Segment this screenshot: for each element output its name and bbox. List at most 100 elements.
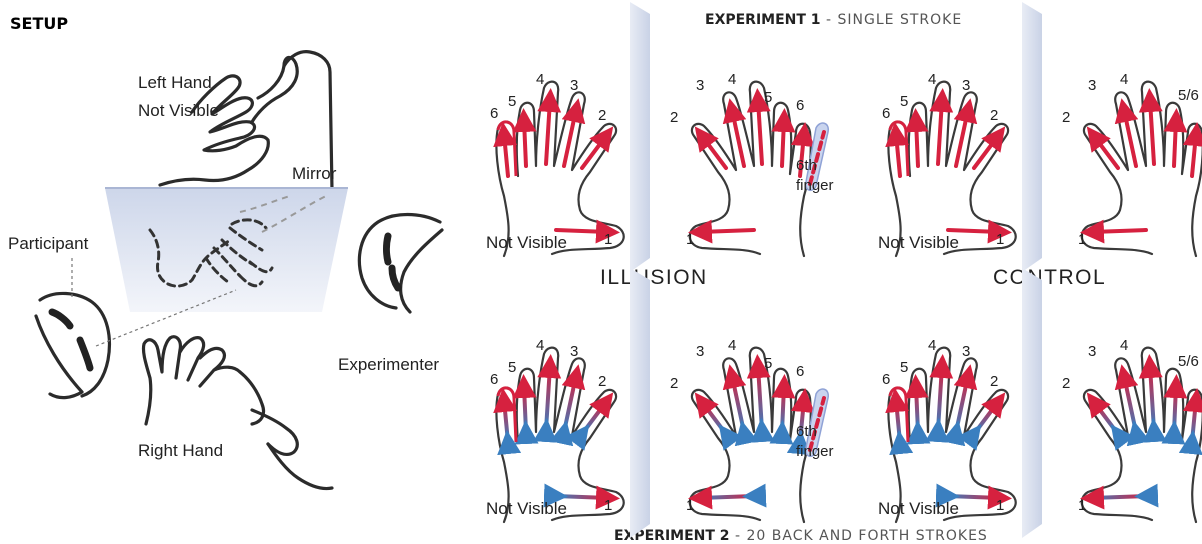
finger-label-2: 2 (598, 373, 606, 390)
mirror-divider (630, 2, 650, 272)
illusion-panel: 654321Not Visible3456216thfinger (486, 268, 834, 538)
finger-label-5: 5 (764, 89, 772, 106)
sixth-finger-label: 6th (796, 423, 817, 440)
finger-label-6: 6 (490, 371, 498, 388)
finger-label-3: 3 (1088, 77, 1096, 94)
finger-label-5: 5 (508, 359, 516, 376)
not-visible-label: Not Visible (486, 499, 567, 518)
left-hand-not-visible: Not Visible (138, 101, 219, 120)
finger-label-1: 1 (686, 497, 694, 514)
finger-label-2: 2 (990, 107, 998, 124)
finger-stroke (524, 386, 526, 432)
finger-label-4: 4 (728, 337, 736, 354)
finger-stroke (546, 100, 550, 164)
control-panel: 654321Not Visible345/621 (878, 2, 1202, 272)
finger-stroke (782, 386, 784, 432)
thumb-stroke (700, 496, 754, 498)
finger-label-5: 5 (764, 355, 772, 372)
left-hand-label: Left Hand (138, 73, 212, 92)
finger-label-5: 5 (508, 93, 516, 110)
finger-label-3: 3 (696, 343, 704, 360)
experimenter-head (359, 215, 442, 313)
finger-stroke (758, 366, 762, 430)
not-visible-label: Not Visible (878, 233, 959, 252)
finger-stroke (1150, 100, 1154, 164)
thumb-stroke (700, 230, 754, 232)
experiment1-title: EXPERIMENT 1 - SINGLE STROKE (705, 12, 962, 28)
finger-label-3: 3 (696, 77, 704, 94)
finger-stroke (504, 400, 508, 442)
finger-stroke (1174, 386, 1176, 432)
finger-label-2: 2 (598, 107, 606, 124)
right-hand-label: Right Hand (138, 441, 223, 460)
participant-label: Participant (8, 234, 89, 253)
setup-title: SETUP (10, 14, 68, 33)
right-hand-illustration (143, 337, 332, 489)
finger-stroke (896, 400, 900, 442)
finger-label-5-6: 5/6 (1178, 353, 1199, 370)
thumb-stroke (556, 496, 608, 498)
sixth-finger-label-2: finger (796, 443, 834, 460)
finger-label-3: 3 (962, 343, 970, 360)
mirror-divider (630, 268, 650, 538)
thumb-stroke (1092, 496, 1146, 498)
finger-stroke (896, 134, 900, 176)
finger-label-5-6: 5/6 (1178, 87, 1199, 104)
experiment1-title-rest: - SINGLE STROKE (821, 12, 963, 28)
finger-label-3: 3 (962, 77, 970, 94)
mirror-label: Mirror (292, 164, 337, 183)
finger-label-2: 2 (670, 375, 678, 392)
finger-label-3: 3 (570, 77, 578, 94)
finger-label-2: 2 (1062, 109, 1070, 126)
finger-stroke (782, 120, 784, 166)
finger-label-1: 1 (996, 497, 1004, 514)
finger-stroke (504, 134, 508, 176)
finger-label-4: 4 (1120, 337, 1128, 354)
finger-stroke (938, 100, 942, 164)
finger-label-3: 3 (1088, 343, 1096, 360)
illusion-label: ILLUSION (600, 266, 708, 289)
not-visible-label: Not Visible (878, 499, 959, 518)
not-visible-label: Not Visible (486, 233, 567, 252)
finger-stroke (916, 120, 918, 166)
finger-label-4: 4 (536, 71, 544, 88)
finger-stroke (916, 386, 918, 432)
finger-label-1: 1 (686, 231, 694, 248)
finger-label-5: 5 (900, 359, 908, 376)
finger-label-4: 4 (1120, 71, 1128, 88)
finger-label-4: 4 (928, 337, 936, 354)
finger-stroke (1192, 134, 1196, 176)
mirror-divider (1022, 2, 1042, 272)
finger-stroke (938, 366, 942, 430)
finger-stroke (524, 120, 526, 166)
finger-label-1: 1 (996, 231, 1004, 248)
finger-label-1: 1 (604, 497, 612, 514)
finger-label-2: 2 (1062, 375, 1070, 392)
mirror-divider (1022, 268, 1042, 538)
finger-label-6: 6 (796, 363, 804, 380)
finger-label-1: 1 (1078, 231, 1086, 248)
experimenter-label: Experimenter (338, 355, 439, 374)
thumb-stroke (948, 496, 1000, 498)
thumb-stroke (948, 230, 1000, 232)
finger-label-6: 6 (490, 105, 498, 122)
experiment1-title-bold: EXPERIMENT 1 (705, 12, 821, 28)
illusion-panel: 654321Not Visible3456216thfinger (486, 2, 834, 272)
finger-label-4: 4 (728, 71, 736, 88)
finger-label-4: 4 (928, 71, 936, 88)
finger-label-4: 4 (536, 337, 544, 354)
finger-stroke (1150, 366, 1154, 430)
finger-label-6: 6 (796, 97, 804, 114)
finger-label-1: 1 (604, 231, 612, 248)
finger-stroke (758, 100, 762, 164)
finger-label-6: 6 (882, 105, 890, 122)
control-label: CONTROL (993, 266, 1106, 289)
thumb-stroke (556, 230, 608, 232)
experiment2-title: EXPERIMENT 2 - 20 BACK AND FORTH STROKES (614, 528, 988, 544)
finger-stroke (1174, 120, 1176, 166)
finger-label-1: 1 (1078, 497, 1086, 514)
finger-label-3: 3 (570, 343, 578, 360)
finger-stroke (546, 366, 550, 430)
